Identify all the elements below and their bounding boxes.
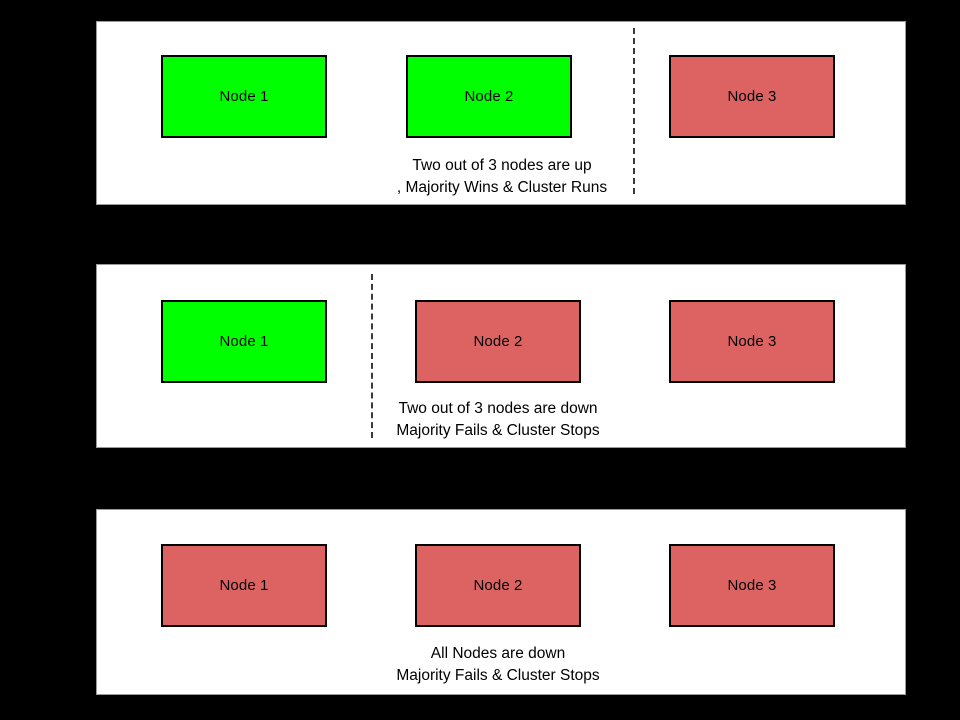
quorum-divider-line [633, 28, 635, 194]
node-label: Node 3 [727, 333, 777, 350]
scenario-panel-two-of-three-down: Node 1 Node 2 Node 3 Two out of 3 nodes … [96, 264, 906, 448]
node-label: Node 1 [219, 88, 269, 105]
caption-line-2: Majority Fails & Cluster Stops [396, 422, 600, 439]
caption-line-2: Majority Fails & Cluster Stops [396, 667, 600, 684]
panel-caption: Two out of 3 nodes are down Majority Fai… [283, 398, 713, 442]
caption-line-1: Two out of 3 nodes are up [412, 157, 592, 174]
node-box-1[interactable]: Node 1 [161, 55, 327, 138]
node-box-2[interactable]: Node 2 [415, 300, 581, 383]
node-box-2[interactable]: Node 2 [406, 55, 572, 138]
node-label: Node 2 [473, 333, 523, 350]
panel-caption: All Nodes are down Majority Fails & Clus… [283, 643, 713, 687]
node-label: Node 2 [473, 577, 523, 594]
node-box-3[interactable]: Node 3 [669, 55, 835, 138]
node-label: Node 3 [727, 577, 777, 594]
node-label: Node 1 [219, 577, 269, 594]
node-box-2[interactable]: Node 2 [415, 544, 581, 627]
node-box-1[interactable]: Node 1 [161, 300, 327, 383]
node-label: Node 1 [219, 333, 269, 350]
caption-line-1: Two out of 3 nodes are down [398, 400, 598, 417]
scenario-panel-two-of-three-up: Node 1 Node 2 Node 3 Two out of 3 nodes … [96, 21, 906, 205]
panel-caption: Two out of 3 nodes are up , Majority Win… [287, 155, 717, 199]
node-label: Node 3 [727, 88, 777, 105]
scenario-panel-all-nodes-down: Node 1 Node 2 Node 3 All Nodes are down … [96, 509, 906, 695]
node-label: Node 2 [464, 88, 514, 105]
caption-line-1: All Nodes are down [430, 645, 566, 662]
caption-line-2: , Majority Wins & Cluster Runs [396, 179, 608, 196]
quorum-divider-line [371, 274, 373, 438]
node-box-1[interactable]: Node 1 [161, 544, 327, 627]
node-box-3[interactable]: Node 3 [669, 300, 835, 383]
node-box-3[interactable]: Node 3 [669, 544, 835, 627]
